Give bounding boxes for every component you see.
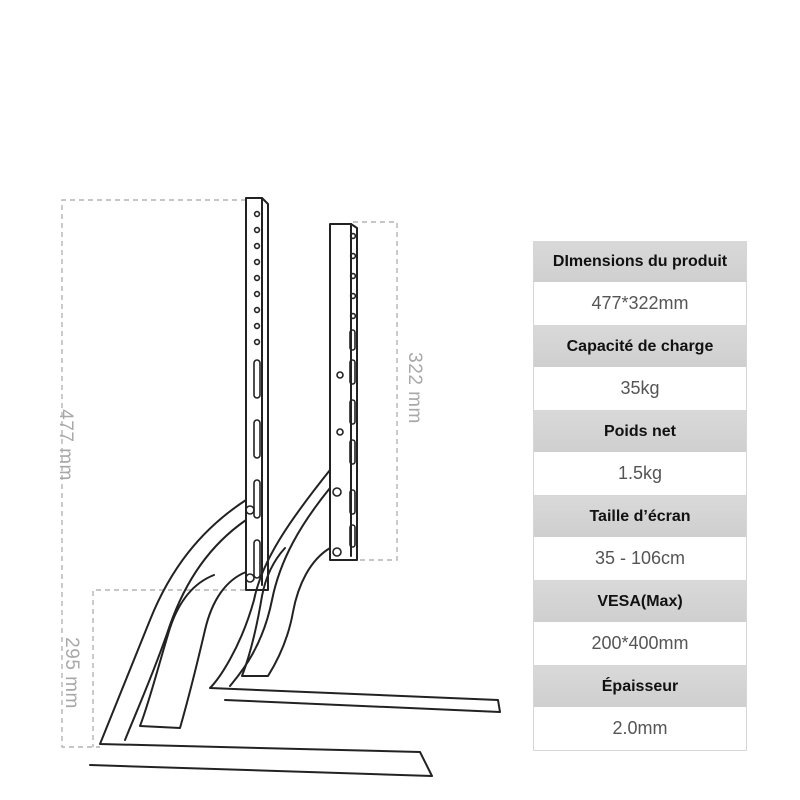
front-arm-cutout (139, 571, 247, 729)
spec-label: Poids net (534, 411, 746, 452)
rear-column (329, 223, 358, 561)
rear-bracket (209, 223, 501, 713)
spec-value: 1.5kg (534, 452, 746, 496)
mounting-hole (253, 479, 261, 519)
mounting-hole (253, 322, 261, 330)
mounting-hole (332, 487, 342, 497)
mounting-hole (332, 547, 342, 557)
mounting-hole (253, 338, 261, 346)
mounting-hole (349, 399, 356, 425)
spec-value: 477*322mm (534, 282, 746, 326)
dim-line-column (353, 221, 398, 561)
spec-label: Capacité de charge (534, 326, 746, 367)
dim-line-total (61, 199, 246, 748)
mounting-holes (245, 210, 357, 583)
mounting-hole (336, 371, 344, 379)
mounting-hole (253, 539, 261, 579)
dim-label-column: 322 mm (403, 352, 425, 424)
spec-value: 35kg (534, 367, 746, 411)
mounting-hole (349, 232, 357, 240)
mounting-hole (253, 274, 261, 282)
dimension-lines (61, 199, 398, 748)
mounting-hole (336, 428, 344, 436)
mounting-hole (349, 329, 356, 351)
mounting-hole (349, 439, 356, 465)
spec-label: VESA(Max) (534, 581, 746, 622)
mounting-hole (253, 242, 261, 250)
front-column (245, 197, 269, 591)
mounting-hole (253, 419, 261, 459)
mounting-hole (253, 258, 261, 266)
mounting-hole (245, 505, 255, 515)
mounting-hole (253, 359, 261, 399)
mounting-hole (349, 292, 357, 300)
front-arm (89, 499, 433, 777)
mounting-hole (349, 312, 357, 320)
mounting-hole (253, 210, 261, 218)
mounting-hole (253, 306, 261, 314)
rear-arm-cutout (241, 547, 331, 677)
mounting-hole (349, 272, 357, 280)
dim-label-base: 295 mm (60, 637, 82, 709)
mounting-hole (253, 226, 261, 234)
mounting-hole (349, 252, 357, 260)
mounting-hole (349, 524, 356, 548)
mounting-hole (253, 290, 261, 298)
mounting-hole (349, 489, 356, 515)
front-bracket (89, 197, 433, 777)
spec-value: 2.0mm (534, 707, 746, 751)
dim-label-total: 477 mm (54, 409, 76, 481)
mounting-hole (245, 573, 255, 583)
rear-arm (209, 469, 501, 713)
spec-label: DImensions du produit (534, 241, 746, 282)
dim-line-base (92, 589, 245, 747)
mounting-hole (349, 359, 356, 385)
spec-label: Épaisseur (534, 666, 746, 707)
spec-value: 200*400mm (534, 622, 746, 666)
spec-value: 35 - 106cm (534, 537, 746, 581)
spec-label: Taille d’écran (534, 496, 746, 537)
